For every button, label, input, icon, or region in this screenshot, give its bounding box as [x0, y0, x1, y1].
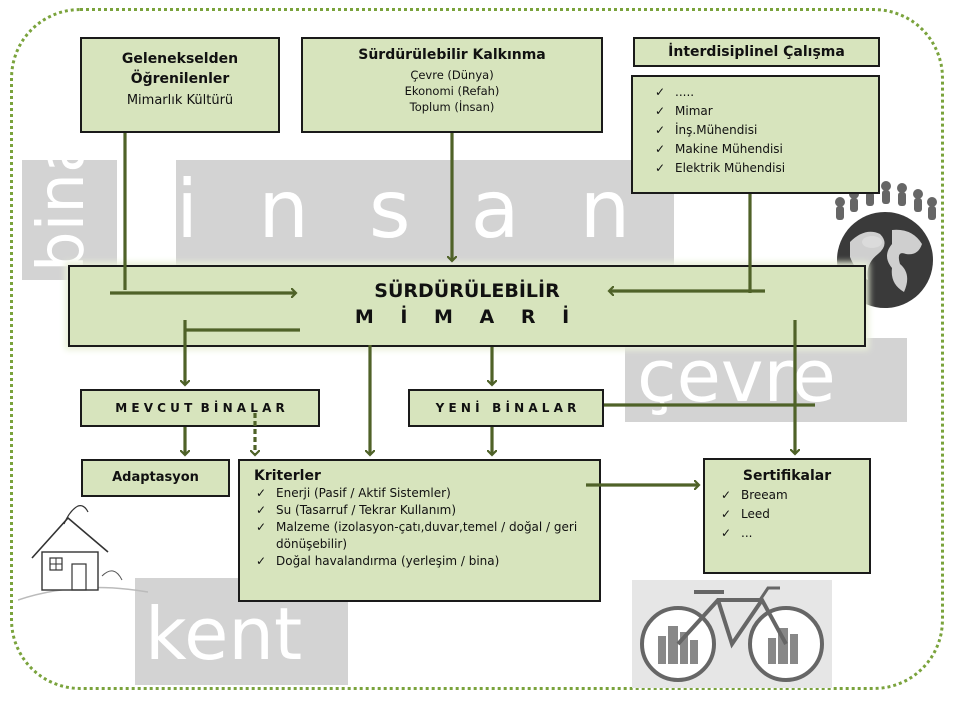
- house-icon: [18, 505, 148, 601]
- criteria-title: Kriterler: [254, 468, 321, 484]
- check-icon: ✓: [655, 85, 666, 99]
- sustainable-development-box: Sürdürülebilir Kalkınma Çevre (Dünya) Ek…: [301, 37, 603, 133]
- certificate-item: ✓...: [719, 524, 869, 543]
- main-title-line2: M İ M A R İ: [354, 306, 580, 328]
- interdisciplinary-title: İnterdisiplinel Çalışma: [668, 44, 845, 60]
- certificate-item: ✓Leed: [719, 505, 869, 524]
- check-icon: ✓: [721, 488, 732, 502]
- discipline-item: ✓Mimar: [653, 102, 878, 121]
- criteria-box: Kriterler ✓Enerji (Pasif / Aktif Sisteml…: [238, 459, 601, 602]
- bg-word-insan: insan: [176, 160, 674, 265]
- certificates-box: Sertifikalar ✓Breeam ✓Leed ✓...: [703, 458, 871, 574]
- discipline-item: ✓Elektrik Mühendisi: [653, 159, 878, 178]
- discipline-list: ✓..... ✓Mimar ✓İnş.Mühendisi ✓Makine Müh…: [653, 83, 878, 178]
- check-icon: ✓: [655, 142, 666, 156]
- check-icon: ✓: [721, 507, 732, 521]
- interdisciplinary-list-box: ✓..... ✓Mimar ✓İnş.Mühendisi ✓Makine Müh…: [631, 75, 880, 194]
- criteria-item: ✓Malzeme (izolasyon-çatı,duvar,temel / d…: [256, 520, 578, 551]
- sd-item-environment: Çevre (Dünya): [410, 68, 494, 82]
- check-icon: ✓: [655, 161, 666, 175]
- certificate-item: ✓Breeam: [719, 486, 869, 505]
- adaptation-box: Adaptasyon: [81, 459, 230, 497]
- criteria-item: ✓Su (Tasarruf / Tekrar Kullanım): [256, 503, 457, 517]
- adaptation-label: Adaptasyon: [112, 470, 199, 485]
- bg-word-cevre: çevre: [625, 338, 907, 422]
- check-icon: ✓: [655, 123, 666, 137]
- criteria-item: ✓Doğal havalandırma (yerleşim / bina): [256, 554, 500, 568]
- check-icon: ✓: [256, 520, 267, 534]
- certificates-title: Sertifikalar: [742, 468, 832, 484]
- check-icon: ✓: [256, 503, 267, 517]
- sd-item-economy: Ekonomi (Refah): [404, 84, 500, 98]
- certificates-list: ✓Breeam ✓Leed ✓...: [719, 486, 869, 543]
- traditional-learnings-title: Gelenekselden Öğrenilenler: [121, 51, 239, 87]
- sustainable-development-title: Sürdürülebilir Kalkınma: [358, 47, 546, 63]
- discipline-item: ✓İnş.Mühendisi: [653, 121, 878, 140]
- main-title-line1: SÜRDÜRÜLEBİLİR: [374, 280, 560, 302]
- check-icon: ✓: [655, 104, 666, 118]
- dotted-frame: [10, 8, 944, 690]
- sd-item-society: Toplum (İnsan): [409, 100, 495, 114]
- existing-buildings-box: M E V C U T B İ N A L A R: [80, 389, 320, 427]
- check-icon: ✓: [721, 526, 732, 540]
- criteria-list: ✓Enerji (Pasif / Aktif Sistemler) ✓Su (T…: [254, 485, 593, 570]
- traditional-learnings-box: Gelenekselden Öğrenilenler Mimarlık Kült…: [80, 37, 280, 133]
- check-icon: ✓: [256, 486, 267, 500]
- interdisciplinary-title-box: İnterdisiplinel Çalışma: [633, 37, 880, 67]
- bicycle-icon: [632, 580, 832, 688]
- criteria-item: ✓Enerji (Pasif / Aktif Sistemler): [256, 486, 451, 500]
- sustainable-architecture-box: SÜRDÜRÜLEBİLİR M İ M A R İ: [68, 265, 866, 347]
- architecture-culture-label: Mimarlık Kültürü: [126, 93, 234, 108]
- discipline-item: ✓Makine Mühendisi: [653, 140, 878, 159]
- check-icon: ✓: [256, 554, 267, 568]
- new-buildings-label: Y E N İ B İ N A L A R: [435, 401, 577, 415]
- new-buildings-box: Y E N İ B İ N A L A R: [408, 389, 604, 427]
- existing-buildings-label: M E V C U T B İ N A L A R: [115, 401, 285, 415]
- discipline-item: ✓.....: [653, 83, 878, 102]
- bg-word-bina: bina: [22, 160, 117, 280]
